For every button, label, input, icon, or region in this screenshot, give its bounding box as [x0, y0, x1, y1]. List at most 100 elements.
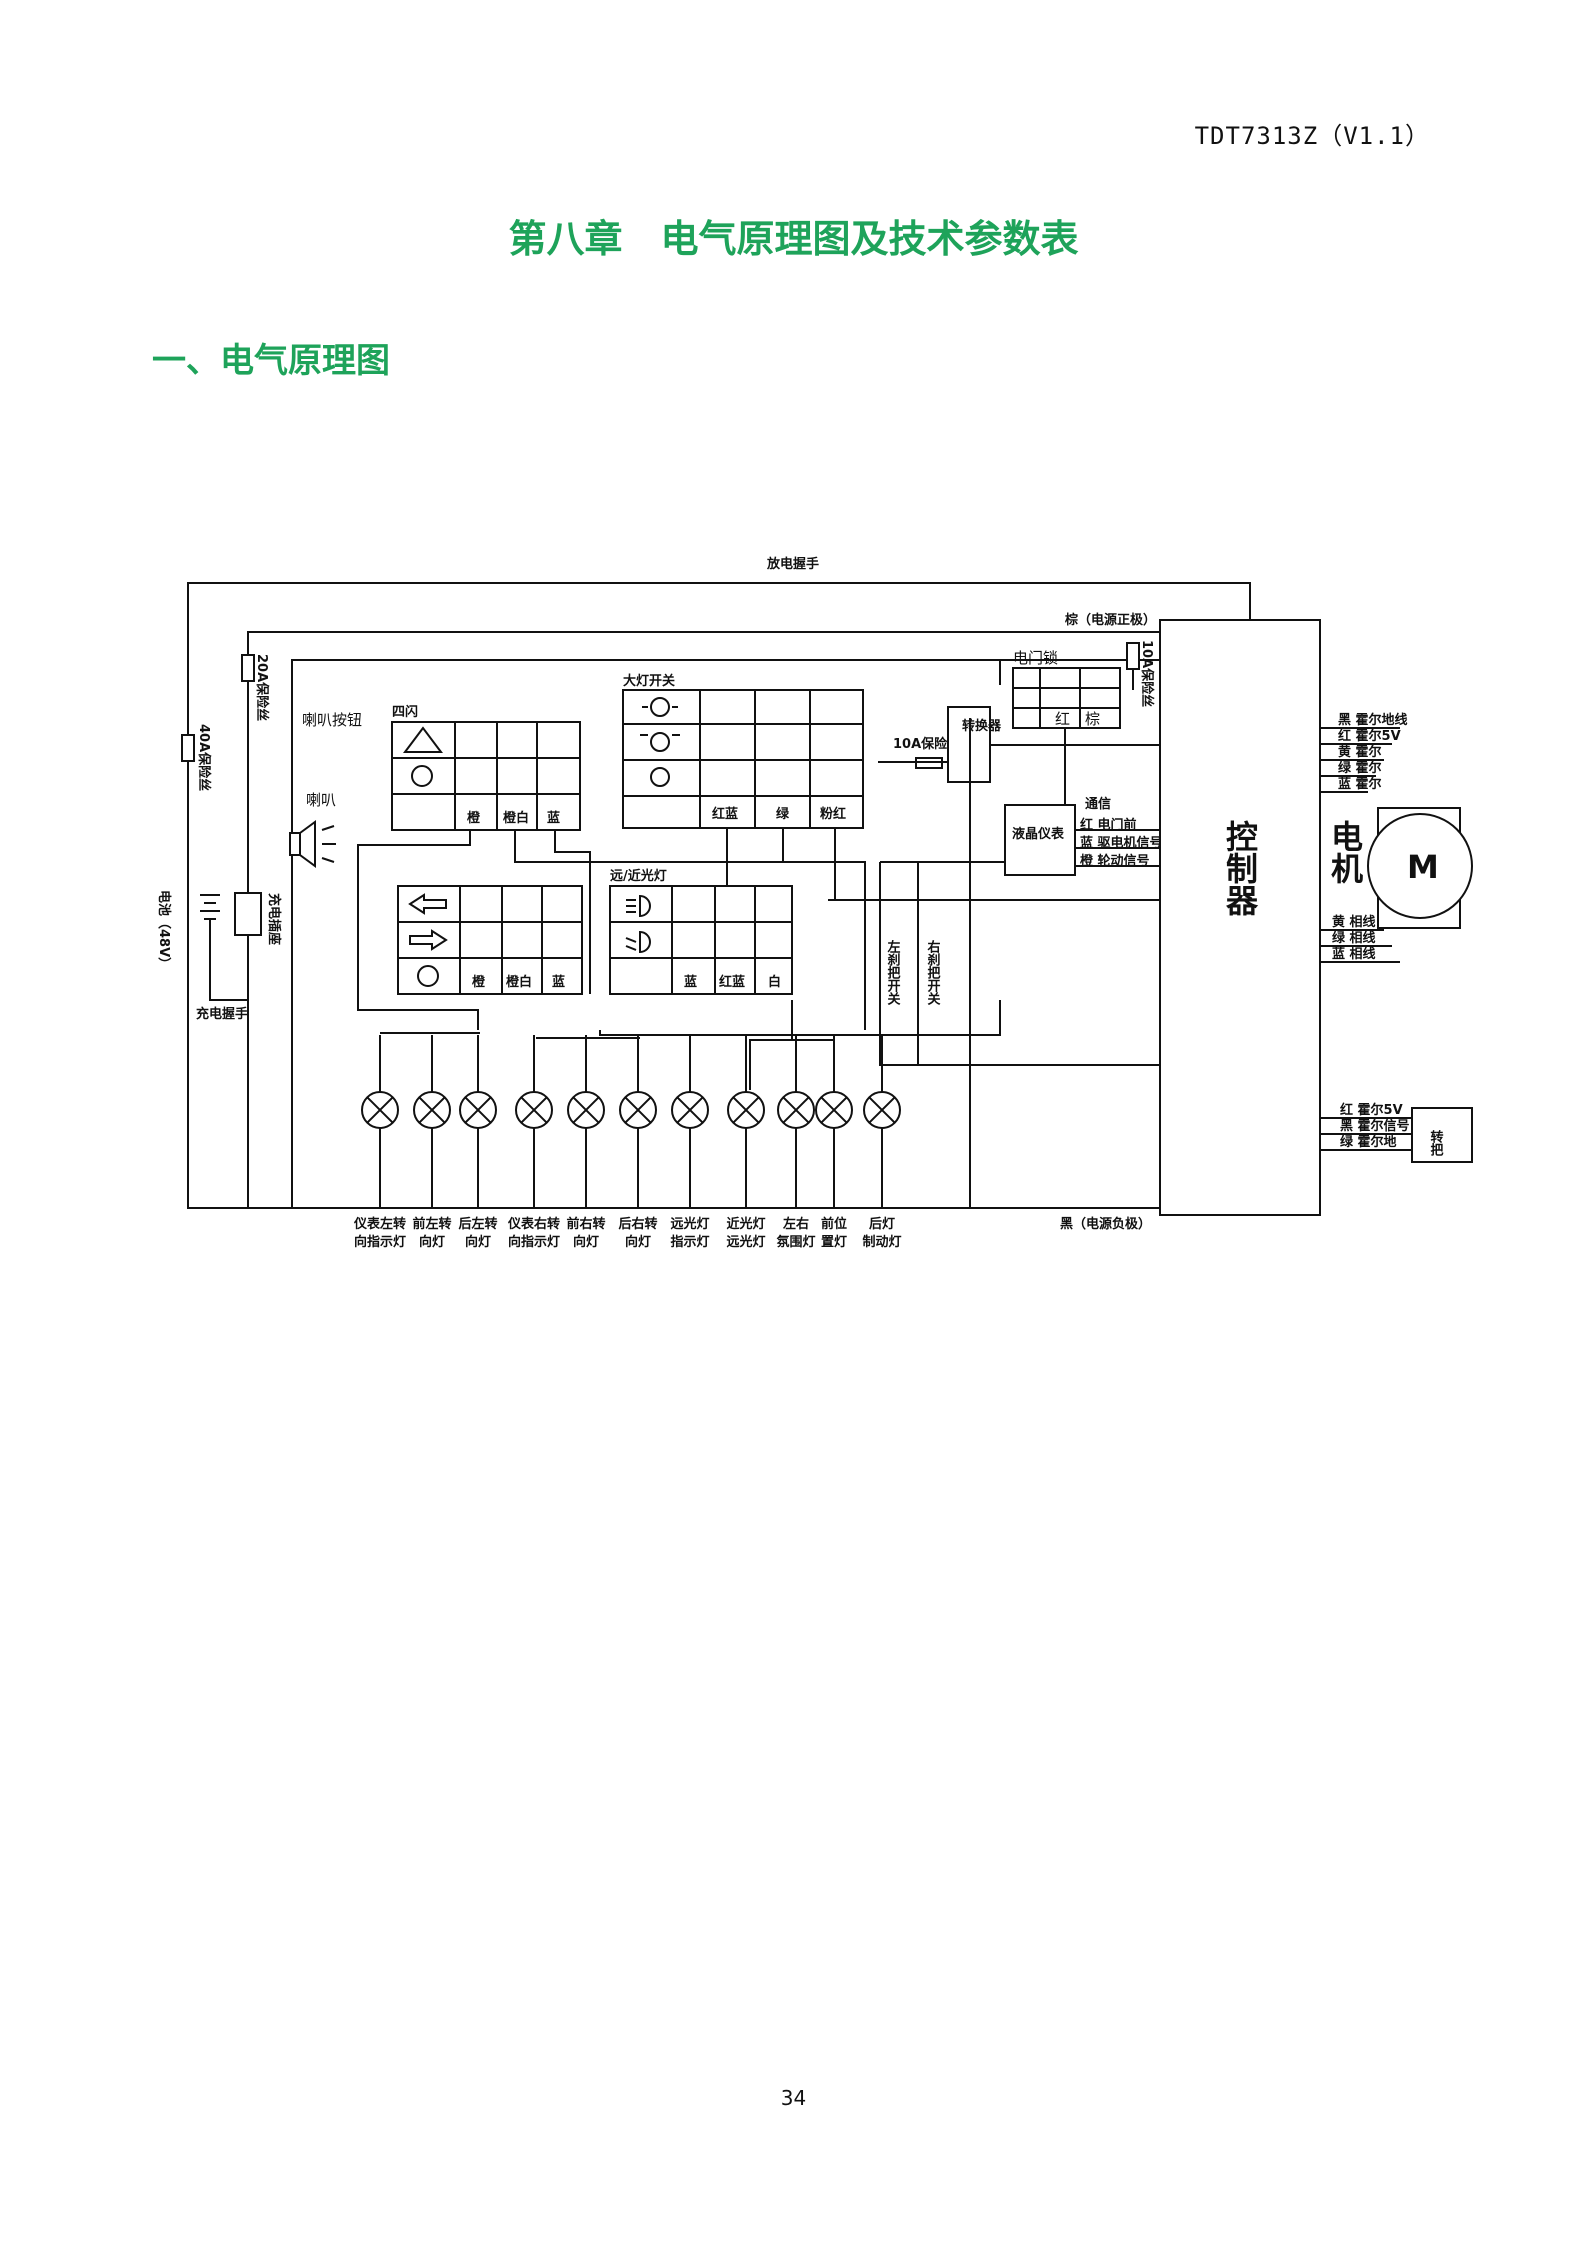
turn-wire-3: 蓝 — [552, 974, 565, 990]
lamp-label: 置灯 — [821, 1234, 847, 1250]
door-lock-brown: 棕 — [1085, 710, 1100, 728]
hall-line-1: 黑 霍尔地线 — [1338, 712, 1408, 728]
circle-icon — [417, 965, 439, 987]
lamp-label: 向指示灯 — [508, 1234, 560, 1250]
headlight-switch-label: 大灯开关 — [623, 673, 675, 689]
lamp-icon — [567, 1035, 605, 1208]
lamp-label: 向指示灯 — [354, 1234, 406, 1250]
lamp-label: 仪表右转 — [507, 1216, 560, 1232]
lamp-label: 向灯 — [419, 1234, 445, 1250]
lamp-label: 向灯 — [625, 1234, 651, 1250]
throttle-box — [1411, 1107, 1473, 1163]
hall-line-5: 蓝 霍尔 — [1338, 776, 1382, 792]
controller-box — [1159, 619, 1321, 1216]
headlight-wire-3: 粉红 — [820, 806, 846, 822]
fuse-20a-icon — [241, 654, 255, 682]
chapter-title: 第八章 电气原理图及技术参数表 — [508, 217, 1079, 261]
charge-port-icon — [234, 892, 262, 936]
hall-line-2: 红 霍尔5V — [1338, 728, 1401, 744]
fuse-10a-label: 10A保险丝 — [893, 736, 960, 752]
parking-light-icon — [640, 732, 680, 752]
black-negative-label: 黑（电源负极） — [1060, 1216, 1151, 1232]
phase-line-3: 蓝 相线 — [1332, 946, 1376, 962]
lamp-label: 制动灯 — [862, 1234, 901, 1250]
headlight-wire-1: 红蓝 — [712, 806, 738, 822]
comm-label: 通信 — [1085, 796, 1111, 812]
lamp-label: 向灯 — [573, 1234, 599, 1250]
beam-wire-1: 蓝 — [684, 974, 697, 990]
lamp-icon — [361, 1035, 399, 1208]
left-brake-label: 左刹把开关 — [885, 939, 901, 1006]
hall-line-4: 绿 霍尔 — [1338, 760, 1382, 776]
lamp-label: 后左转 — [458, 1216, 497, 1232]
throttle-line-3: 绿 霍尔地 — [1340, 1134, 1397, 1150]
page-number: 34 — [780, 2086, 807, 2110]
lamp-label: 后右转 — [618, 1216, 657, 1232]
motor-label: 电机 — [1326, 820, 1364, 885]
motor-box — [1367, 807, 1473, 929]
low-beam-icon — [625, 930, 651, 954]
headlight-wire-2: 绿 — [776, 806, 790, 822]
fuse-40a-icon — [181, 734, 195, 762]
lamp-icon — [459, 1035, 497, 1208]
lamp-label: 后灯 — [869, 1216, 895, 1232]
discharge-handle-label: 放电握手 — [766, 556, 819, 572]
lamp-label: 前位 — [821, 1216, 847, 1232]
lamp-label: 近光灯 — [726, 1216, 765, 1232]
horn-button-label: 喇叭按钮 — [302, 711, 362, 729]
charge-handle-label: 充电握手 — [196, 1006, 248, 1022]
lamp-label: 前左转 — [412, 1216, 451, 1232]
motor-symbol: M — [1407, 848, 1439, 886]
lamp-icon — [413, 1035, 451, 1208]
turn-wire-2: 橙白 — [506, 974, 532, 990]
controller-label: 控制器 — [1221, 820, 1259, 916]
lcd-meter-label: 液晶仪表 — [1012, 826, 1065, 842]
phase-line-2: 绿 相线 — [1332, 930, 1376, 946]
lamp-label: 指示灯 — [670, 1234, 709, 1250]
section-title: 一、电气原理图 — [152, 341, 390, 381]
lamp-label: 仪表左转 — [353, 1216, 406, 1232]
throttle-label: 转把 — [1428, 1129, 1444, 1157]
circle-icon — [650, 767, 670, 787]
lcd-meter-box — [1004, 804, 1076, 876]
lamp-row: 仪表左转向指示灯前左转向灯后左转向灯仪表右转向指示灯前右转向灯后右转向灯远光灯指… — [353, 1035, 902, 1250]
beam-switch-label: 远/近光灯 — [610, 868, 667, 884]
door-lock-red: 红 — [1055, 710, 1070, 728]
throttle-line-1: 红 霍尔5V — [1340, 1102, 1403, 1118]
circle-icon — [411, 765, 433, 787]
hazard-switch-label: 四闪 — [392, 705, 418, 720]
horn-icon — [289, 820, 336, 868]
lamp-label: 前右转 — [566, 1216, 605, 1232]
high-beam-icon — [626, 894, 651, 918]
lamp-label: 左右 — [783, 1216, 809, 1232]
lamp-icon — [515, 1035, 553, 1208]
lamp-label: 向灯 — [465, 1234, 491, 1250]
hall-line-3: 黄 霍尔 — [1338, 744, 1382, 760]
lamp-icon — [815, 1035, 853, 1208]
door-lock-label: 电门锁 — [1013, 649, 1058, 667]
battery-label: 电池（48V） — [156, 890, 172, 970]
throttle-line-2: 黑 霍尔信号 — [1340, 1118, 1410, 1134]
sun-light-icon — [642, 697, 678, 717]
turn-wire-1: 橙 — [472, 974, 486, 990]
lamp-icon — [671, 1035, 709, 1208]
lamp-icon — [863, 1035, 901, 1208]
hazard-wire-1: 橙 — [467, 810, 481, 826]
lamp-icon — [619, 1035, 657, 1208]
arrow-right-icon — [409, 929, 448, 951]
fuse-10a-top-label: 10A保险丝 — [1139, 640, 1155, 707]
document-code: TDT7313Z（V1.1） — [1194, 122, 1430, 150]
beam-wire-3: 白 — [768, 974, 781, 990]
lamp-icon — [727, 1035, 765, 1208]
beam-wire-2: 红蓝 — [719, 974, 745, 990]
fuse-10a-top-icon — [1126, 642, 1140, 670]
hazard-triangle-icon — [403, 726, 443, 753]
lamp-icon — [777, 1035, 815, 1208]
hazard-wire-2: 橙白 — [503, 810, 529, 826]
lamp-label: 远光灯 — [670, 1216, 709, 1232]
phase-line-1: 黄 相线 — [1332, 914, 1376, 930]
arrow-left-icon — [408, 893, 447, 915]
right-brake-label: 右刹把开关 — [925, 939, 942, 1006]
fuse-40a-label: 40A保险丝 — [196, 724, 212, 791]
